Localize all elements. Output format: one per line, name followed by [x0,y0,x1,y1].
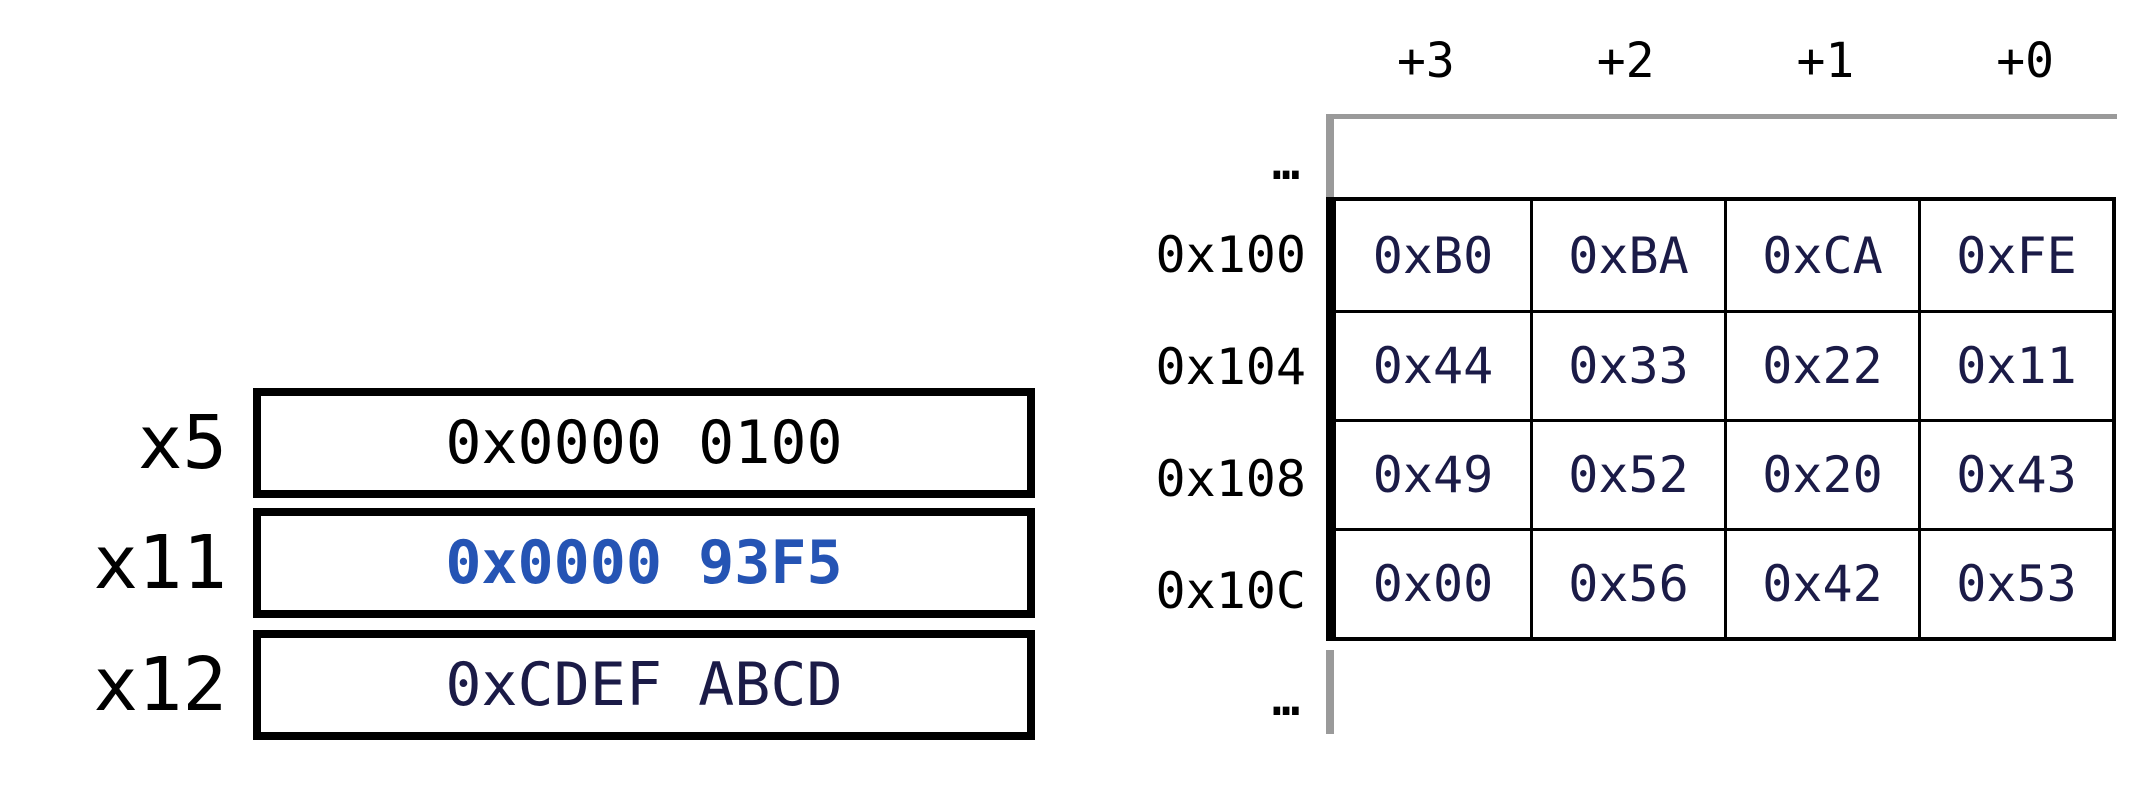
memory-cell: 0x33 [1530,310,1724,419]
byte-offset-header-plus2: +2 [1596,33,1655,89]
memory-cell: 0x43 [1918,419,2112,528]
memory-cell: 0xB0 [1372,226,1494,285]
register-row-x11: x11 0x0000 93F5 [0,508,1035,618]
memory-cell: 0x56 [1530,528,1724,637]
memory-address-0x108: 0x108 [1155,450,1306,508]
byte-offset-header-plus0: +0 [1996,33,2055,89]
register-box-x5: 0x0000 0100 [253,388,1035,498]
memory-grid: 0xB0 0xBA 0xCA 0xFE 0x44 0x33 0x22 0x11 … [1326,197,2116,641]
memory-cell: 0x49 [1336,419,1530,528]
memory-cell: 0x44 [1336,310,1530,419]
byte-offset-header-plus3: +3 [1396,33,1455,89]
memory-cell: 0x20 [1724,419,1918,528]
memory-left-guide-line-bottom [1326,650,1334,734]
register-value-x11: 0x0000 93F5 [445,528,843,598]
memory-cell: 0x52 [1530,419,1724,528]
byte-offset-header-plus1: +1 [1796,33,1855,89]
register-row-x5: x5 0x0000 0100 [0,388,1035,498]
memory-cell: 0xCA [1724,201,1918,310]
memory-ellipsis-bottom: … [1272,672,1300,726]
memory-address-0x100: 0x100 [1155,226,1306,284]
memory-byte-offset-headers: +3 +2 +1 +0 [1326,30,2125,92]
memory-cell: 0xBA [1530,201,1724,310]
memory-cell: 0x42 [1724,528,1918,637]
memory-address-0x10C: 0x10C [1155,562,1306,620]
memory-top-guide-line [1326,114,2117,119]
memory-cell: 0x11 [1918,310,2112,419]
register-label-x11: x11 [93,520,227,606]
memory-cell: 0xFE [1918,201,2112,310]
memory-address-0x104: 0x104 [1155,338,1306,396]
register-box-x12: 0xCDEF ABCD [253,630,1035,740]
memory-cell: 0x22 [1724,310,1918,419]
register-box-x11: 0x0000 93F5 [253,508,1035,618]
register-row-x12: x12 0xCDEF ABCD [0,630,1035,740]
register-label-x12: x12 [93,642,227,728]
memory-cell: 0x00 [1336,528,1530,637]
register-value-x5: 0x0000 0100 [445,408,843,478]
memory-cell: 0x53 [1918,528,2112,637]
register-label-x5: x5 [137,400,227,486]
memory-left-guide-line-top [1326,114,1334,197]
memory-ellipsis-top: … [1272,136,1300,190]
register-value-x12: 0xCDEF ABCD [445,650,843,720]
